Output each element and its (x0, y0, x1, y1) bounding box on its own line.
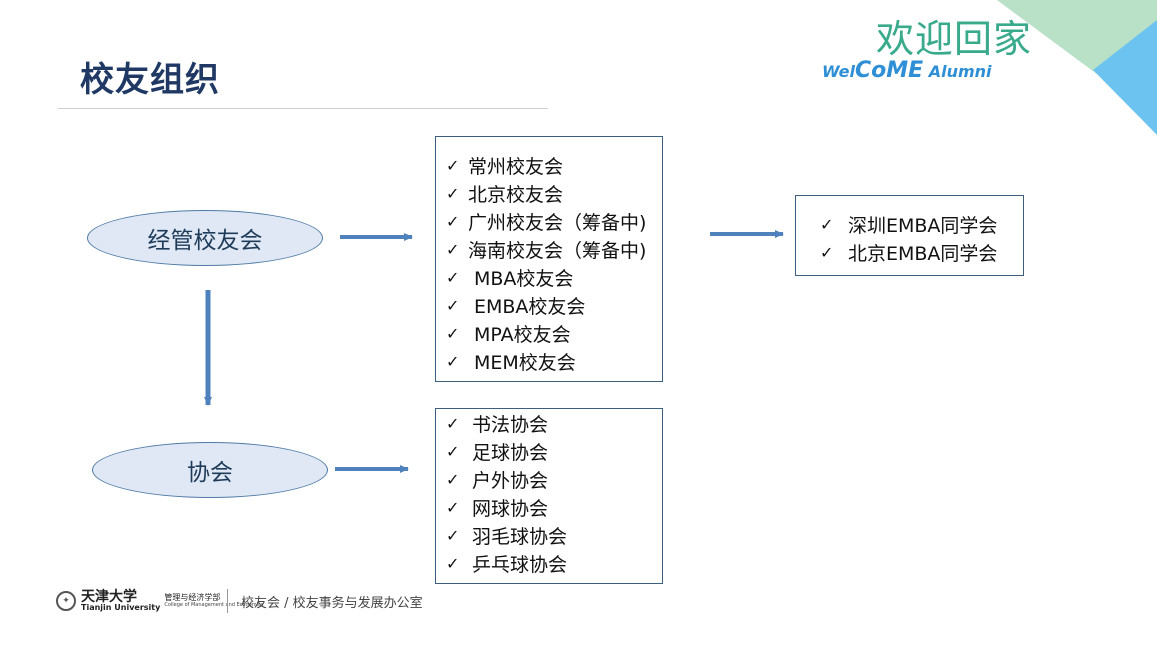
check-icon: ✓ (446, 351, 460, 371)
check-icon: ✓ (446, 497, 460, 517)
node-jingguan-alumni: 经管校友会 (87, 210, 323, 266)
check-icon: ✓ (446, 525, 460, 545)
check-icon: ✓ (446, 323, 460, 343)
node-xiehui: 协会 (92, 442, 328, 498)
list-item: ✓EMBA校友会 (446, 295, 586, 318)
page-title: 校友组织 (80, 60, 220, 100)
list-item: ✓MEM校友会 (446, 351, 576, 374)
check-icon: ✓ (820, 214, 834, 234)
list-item: ✓网球协会 (446, 497, 549, 520)
check-icon: ✓ (446, 295, 460, 315)
clubs-box: ✓书法协会 ✓足球协会 ✓户外协会 ✓网球协会 ✓羽毛球协会 ✓乒乓球协会 (435, 408, 663, 584)
list-item: ✓北京EMBA同学会 (820, 242, 998, 265)
corner-decoration (997, 0, 1157, 135)
list-item: ✓乒乓球协会 (446, 553, 568, 576)
check-icon: ✓ (446, 183, 460, 203)
check-icon: ✓ (446, 211, 460, 231)
check-icon: ✓ (446, 267, 460, 287)
list-item: ✓书法协会 (446, 413, 549, 436)
list-item: ✓羽毛球协会 (446, 525, 568, 548)
university-name: 天津大学 Tianjin University (81, 589, 161, 612)
check-icon: ✓ (446, 441, 460, 461)
logo-en-suffix: Alumni (928, 62, 992, 81)
check-icon: ✓ (446, 239, 460, 259)
footer-office: 校友会 / 校友事务与发展办公室 (241, 596, 423, 611)
logo-en-prefix: Wel (822, 62, 855, 81)
list-item: ✓足球协会 (446, 441, 549, 464)
footer-divider (227, 589, 228, 613)
list-item: ✓MPA校友会 (446, 323, 571, 346)
college-name: 管理与经济学部 College of Management and Econom… (164, 592, 264, 608)
university-logo: ✦ 天津大学 Tianjin University 管理与经济学部 Colleg… (56, 588, 263, 614)
university-seal-icon: ✦ (56, 591, 76, 611)
logo-en-main: CoME (854, 58, 924, 83)
check-icon: ✓ (446, 469, 460, 489)
check-icon: ✓ (446, 553, 460, 573)
node-jingguan-label: 经管校友会 (147, 228, 263, 254)
check-icon: ✓ (820, 242, 834, 262)
list-item: ✓广州校友会（筹备中) (446, 211, 647, 234)
list-item: ✓户外协会 (446, 469, 549, 492)
alumni-associations-box: ✓常州校友会 ✓北京校友会 ✓广州校友会（筹备中) ✓海南校友会（筹备中) ✓M… (435, 136, 663, 382)
welcome-logo-en: WelCoME Alumni (822, 58, 992, 83)
check-icon: ✓ (446, 155, 460, 175)
welcome-logo-cn: 欢迎回家 (876, 17, 1033, 61)
check-icon: ✓ (446, 413, 460, 433)
title-divider (58, 108, 548, 109)
list-item: ✓深圳EMBA同学会 (820, 214, 998, 237)
list-item: ✓MBA校友会 (446, 267, 574, 290)
node-xiehui-label: 协会 (187, 460, 233, 486)
emba-alumni-box: ✓深圳EMBA同学会 ✓北京EMBA同学会 (795, 195, 1024, 276)
list-item: ✓常州校友会 (446, 155, 564, 178)
list-item: ✓北京校友会 (446, 183, 564, 206)
list-item: ✓海南校友会（筹备中) (446, 239, 647, 262)
